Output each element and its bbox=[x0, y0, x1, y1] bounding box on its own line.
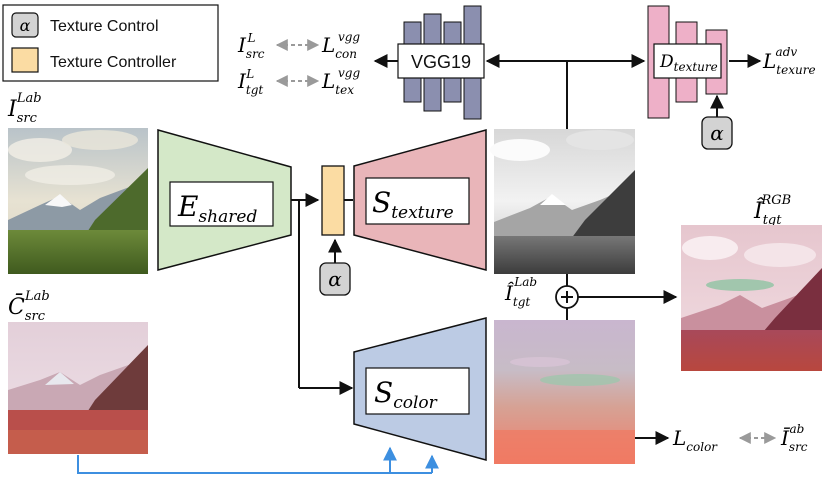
loss-texture-right: Ltexvgg bbox=[321, 66, 360, 97]
disc-alpha-symbol: α bbox=[710, 121, 724, 145]
target-rgb-label: ÎtgtRGB bbox=[753, 193, 791, 228]
loss-color-target: Īsrcab bbox=[780, 422, 808, 454]
legend-controller-swatch bbox=[11, 47, 39, 73]
target-lab-label: ÎtgtLab bbox=[504, 275, 537, 309]
vgg-loss-labels: IsrcL Lconvgg ItgtL Ltexvgg bbox=[237, 30, 360, 97]
loss-texture-left: ItgtL bbox=[237, 67, 263, 97]
clustered-src-label: C̄srcLab bbox=[8, 289, 50, 324]
controller-alpha-symbol: α bbox=[328, 267, 342, 291]
texture-decoder-label: Stexture bbox=[372, 186, 454, 223]
legend-alpha-symbol: α bbox=[20, 16, 31, 35]
source-lab-label: IsrcLab bbox=[7, 91, 42, 126]
target-rgb-image bbox=[681, 225, 822, 371]
loss-content-right: Lconvgg bbox=[321, 30, 360, 61]
legend-texture-control-label: Texture Control bbox=[50, 18, 159, 35]
texture-controller bbox=[321, 165, 345, 236]
loss-adversarial: Ltexureadv bbox=[762, 45, 816, 77]
vgg19-block: VGG19 bbox=[397, 5, 485, 120]
discriminator-block: Dtexture bbox=[647, 5, 728, 119]
color-output-image bbox=[494, 320, 635, 464]
legend-texture-controller-label: Texture Controller bbox=[50, 54, 177, 71]
discriminator-label: Dtexture bbox=[659, 52, 718, 74]
legend-alpha-icon bbox=[11, 12, 39, 38]
encoder-label: Eshared bbox=[177, 190, 257, 227]
clustered-src-image bbox=[8, 322, 148, 454]
source-image bbox=[8, 128, 148, 274]
loss-content-left: IsrcL bbox=[237, 31, 265, 61]
legend: α Texture Control Texture Controller bbox=[2, 4, 219, 82]
color-decoder-label: Scolor bbox=[374, 376, 438, 413]
loss-color: Lcolor bbox=[672, 426, 718, 454]
vgg19-label: VGG19 bbox=[411, 52, 471, 72]
texture-output-image bbox=[490, 129, 635, 274]
cluster-skip-line bbox=[77, 455, 432, 474]
